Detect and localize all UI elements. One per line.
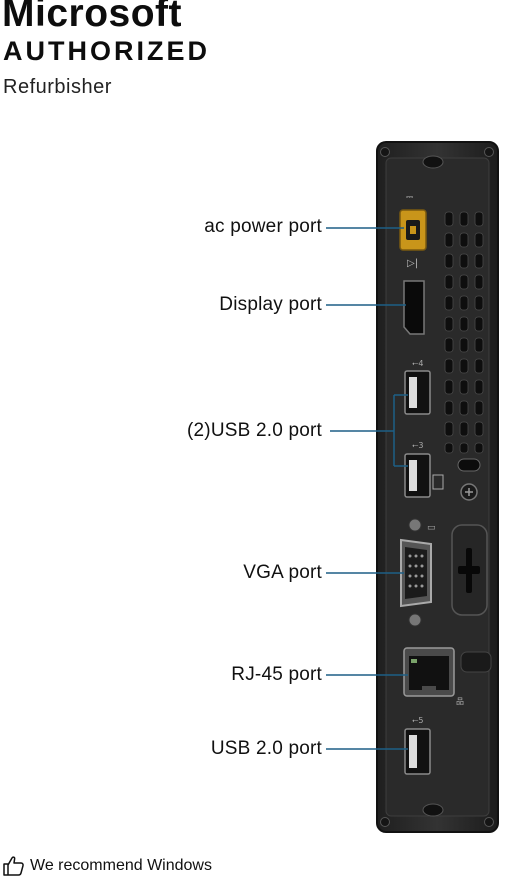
usb-symbol-4: ⭠4 <box>412 359 424 368</box>
network-symbol: 品 <box>456 697 464 706</box>
screw-top-right <box>484 147 494 157</box>
screw-bottom-right <box>484 817 494 827</box>
vga-screw-top <box>408 518 422 532</box>
brand-subtitle: AUTHORIZED <box>3 36 210 66</box>
usb-port-3-tongue <box>409 460 417 491</box>
keyboard-symbol <box>432 474 444 490</box>
label-rj45-port: RJ-45 port <box>231 664 322 685</box>
usb-port-4 <box>404 370 431 415</box>
screw-top-left <box>380 147 390 157</box>
rj45-led <box>411 659 417 663</box>
footer-text: We recommend Windows <box>30 857 212 874</box>
vga-screw-bottom <box>408 613 422 627</box>
top-screw-hole <box>422 155 444 169</box>
cable-clip <box>460 651 492 673</box>
vent-grille <box>444 211 484 454</box>
usb-port-5 <box>404 728 431 775</box>
usb-port-5-tongue <box>409 735 417 768</box>
label-usb-2-port-pair: (2)USB 2.0 port <box>187 420 322 441</box>
displayport-symbol: ▷| <box>407 258 418 269</box>
brand-tagline: Refurbisher <box>3 76 112 98</box>
vga-pins <box>408 554 424 588</box>
label-display-port: Display port <box>219 294 322 315</box>
vga-symbol: ▭ <box>427 523 436 533</box>
label-ac-power-port: ac power port <box>204 216 322 237</box>
case-screw-slot <box>465 488 473 496</box>
label-usb-2-port: USB 2.0 port <box>210 738 322 759</box>
usb-port-3 <box>404 453 431 498</box>
knockout-slot-horizontal <box>458 566 480 574</box>
usb-symbol-3: ⭠3 <box>412 441 424 450</box>
bottom-screw-hole <box>422 803 444 817</box>
thumbs-up-icon <box>3 856 24 876</box>
footer-recommendation: We recommend Windows <box>2 854 212 878</box>
ac-power-port <box>399 209 427 251</box>
usb-port-4-tongue <box>409 377 417 408</box>
screw-bottom-left <box>380 817 390 827</box>
rj45-latch-notch <box>422 686 436 694</box>
security-lock-slot <box>457 458 481 472</box>
label-vga-port: VGA port <box>243 562 322 583</box>
display-port <box>403 280 425 335</box>
usb-symbol-5: ⭠5 <box>412 716 424 725</box>
dc-power-symbol: ⎓ <box>406 193 413 203</box>
brand-title: Microsoft <box>2 0 182 35</box>
callout-lines <box>326 227 408 750</box>
